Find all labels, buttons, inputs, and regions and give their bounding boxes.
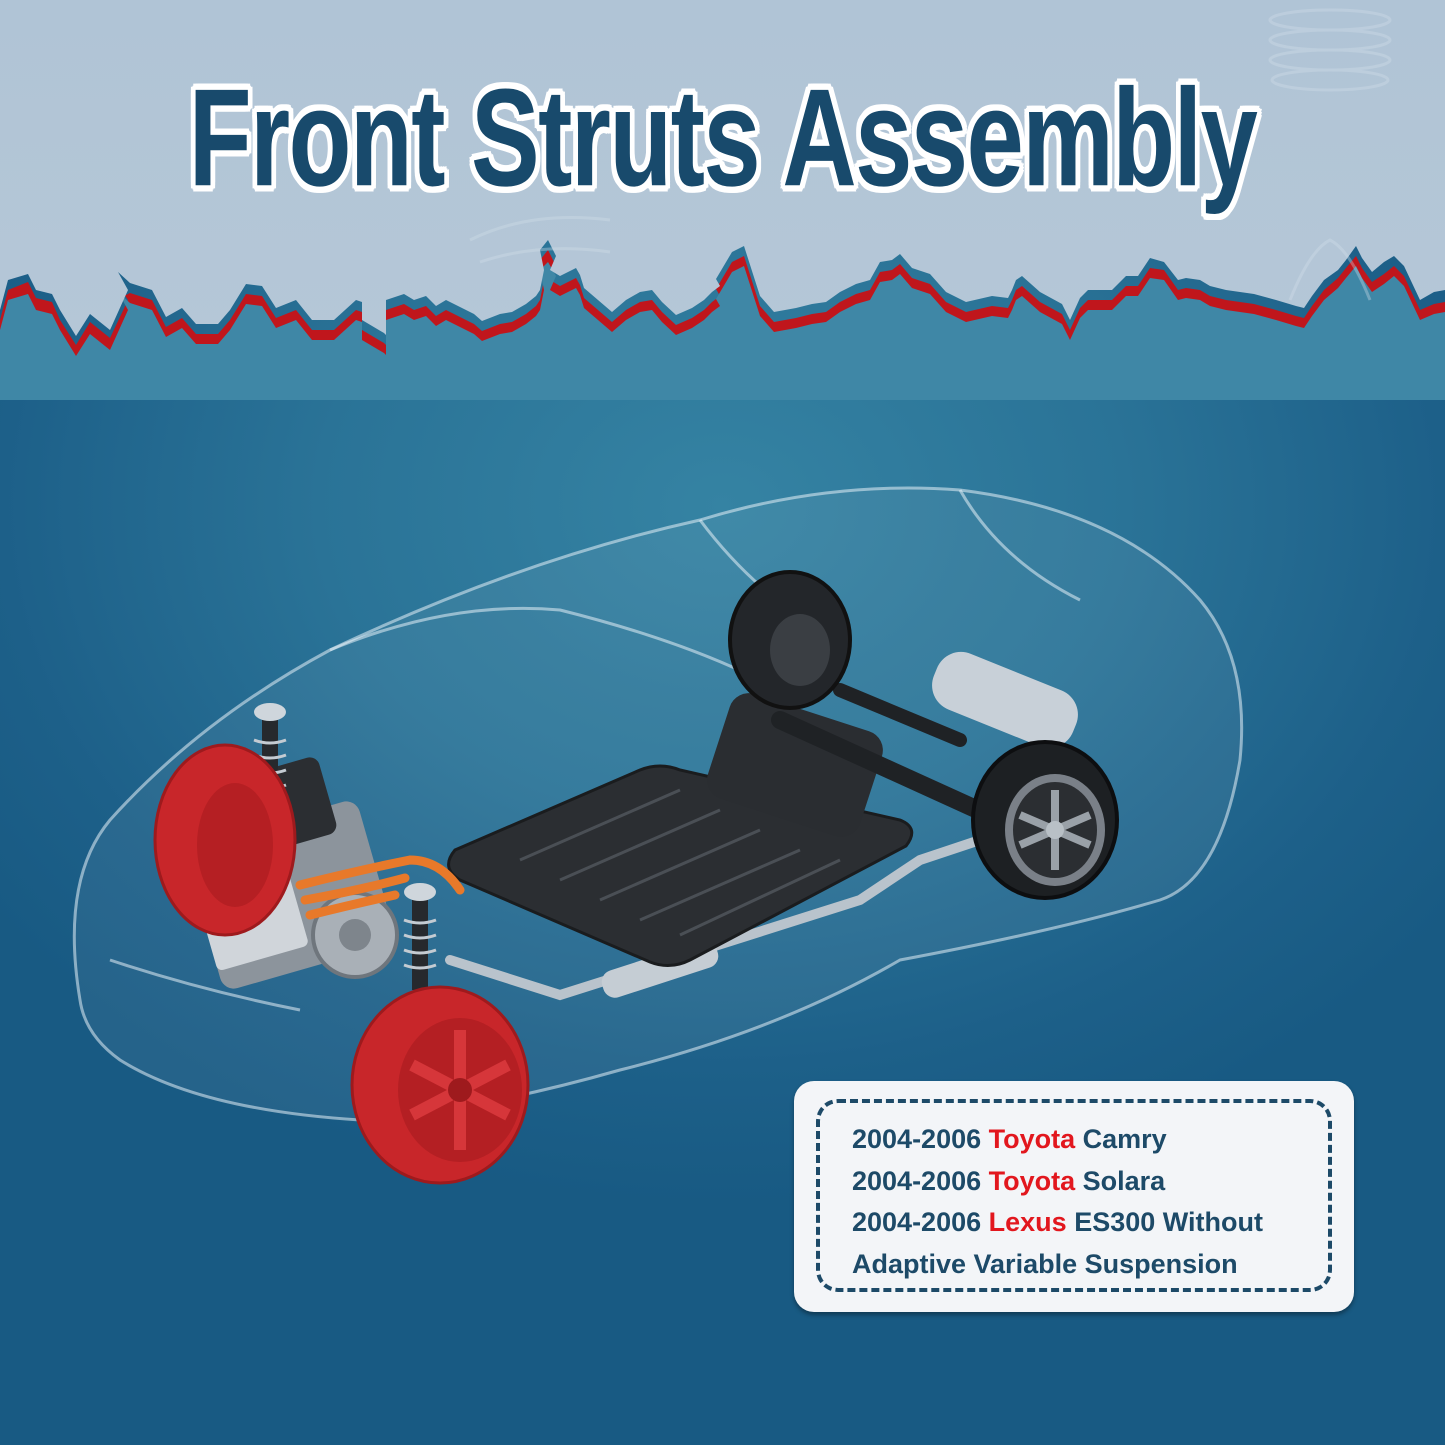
fitment-list: 2004-2006 Toyota Camry 2004-2006 Toyota … xyxy=(852,1119,1263,1285)
fitment-model: Solara xyxy=(1082,1165,1166,1196)
fitment-line-note: Adaptive Variable Suspension xyxy=(852,1248,1238,1279)
rear-left-wheel xyxy=(728,570,852,710)
front-left-wheel-highlighted xyxy=(153,743,297,937)
torn-paper-edge xyxy=(0,0,1445,400)
fitment-line-camry: 2004-2006 Toyota Camry xyxy=(852,1119,1263,1161)
fitment-years: 2004-2006 xyxy=(852,1165,982,1196)
fitment-card: 2004-2006 Toyota Camry 2004-2006 Toyota … xyxy=(794,1081,1354,1312)
fitment-model: ES300 Without xyxy=(1074,1207,1263,1237)
fitment-brand: Lexus xyxy=(988,1207,1067,1237)
fitment-model: Camry xyxy=(1082,1124,1167,1154)
rear-right-wheel xyxy=(971,740,1119,900)
fitment-years: 2004-2006 xyxy=(852,1207,982,1237)
fitment-dashed-border xyxy=(816,1099,1332,1292)
header-band xyxy=(0,0,1445,400)
fitment-years: 2004-2006 xyxy=(852,1124,982,1154)
fitment-line-es300: 2004-2006 Lexus ES300 Without xyxy=(852,1202,1263,1244)
front-right-wheel-highlighted xyxy=(350,985,530,1185)
front-strut-right xyxy=(403,883,437,990)
car-chassis-illustration xyxy=(72,486,1244,1185)
fitment-brand: Toyota xyxy=(988,1124,1076,1154)
fitment-line-solara: 2004-2006 Toyota Solara xyxy=(852,1161,1263,1203)
page-title: Front Struts Assembly xyxy=(188,60,1258,215)
fitment-brand: Toyota xyxy=(988,1165,1076,1196)
